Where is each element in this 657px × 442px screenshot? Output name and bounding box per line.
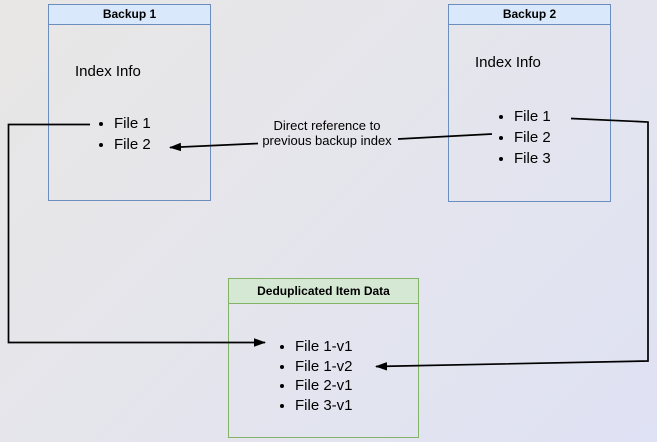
backup2-file-item: File 2	[514, 127, 551, 148]
backup2-file-item: File 3	[514, 148, 551, 169]
backup2-file-list: File 1 File 2 File 3	[497, 106, 551, 169]
backup1-box: Backup 1	[48, 4, 211, 201]
backup1-title: Backup 1	[49, 5, 210, 25]
dedup-title: Deduplicated Item Data	[229, 279, 418, 304]
backup2-index-info-label: Index Info	[475, 54, 541, 71]
edge-annotation-line2: previous backup index	[262, 133, 392, 148]
dedup-item: File 1-v1	[295, 337, 353, 357]
edge-annotation: Direct reference to previous backup inde…	[237, 118, 417, 148]
backup1-file-item: File 1	[114, 113, 151, 134]
backup2-title: Backup 2	[449, 5, 610, 25]
dedup-item-list: File 1-v1 File 1-v2 File 2-v1 File 3-v1	[278, 337, 353, 415]
dedup-item: File 3-v1	[295, 396, 353, 416]
backup1-file-list: File 1 File 2	[97, 113, 151, 155]
dedup-item: File 1-v2	[295, 357, 353, 377]
backup1-file-item: File 2	[114, 134, 151, 155]
backup1-index-info-label: Index Info	[75, 63, 141, 80]
backup2-file-item: File 1	[514, 106, 551, 127]
backup2-box: Backup 2	[448, 4, 611, 202]
dedup-item: File 2-v1	[295, 376, 353, 396]
edge-annotation-line1: Direct reference to	[273, 118, 381, 133]
